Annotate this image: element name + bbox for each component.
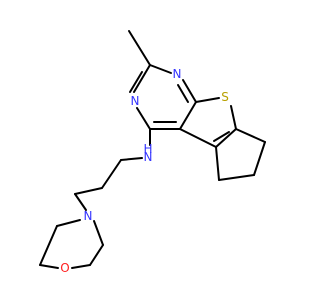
morpholine-nitrogen-label: N	[84, 209, 93, 223]
bond-ch2-ch2	[253, 141, 266, 176]
bond-c2-n1-double	[129, 71, 143, 93]
bond-c2-n3	[149, 64, 172, 74]
bond-c8a-s	[195, 97, 220, 103]
bond-c4-n1	[136, 107, 151, 130]
bond-propyl-2	[74, 187, 103, 195]
bond-ch2-c3	[215, 146, 220, 181]
bond-ch2-ch2-left	[39, 225, 58, 266]
amine-nh-label: H N	[143, 142, 152, 164]
bond-propyl-1	[101, 159, 122, 189]
bond-ethyl-ch2	[133, 64, 151, 93]
bond-layer	[39, 30, 266, 269]
bond-ch2-ch2-b	[218, 174, 255, 181]
sulfur-atom-label: S	[221, 90, 229, 104]
bond-s-c7a	[230, 105, 237, 130]
bond-c7a-c3-inner	[213, 131, 230, 142]
bond-ethyl-ch3	[128, 30, 151, 66]
morpholine-oxygen-label: O	[60, 261, 69, 275]
bond-n3-c8a-inner	[177, 84, 189, 103]
bond-n3-c8a	[182, 79, 197, 103]
atom-layer: S N N H N N O	[60, 67, 229, 275]
bond-c8a-c4a	[179, 101, 197, 130]
bond-nh-ch2	[120, 157, 143, 161]
molecule-structure-diagram: S N N H N N O	[39, 30, 266, 275]
amine-hydrogen-label: H	[143, 142, 152, 156]
bond-o-ch2-left	[39, 264, 59, 269]
amine-nitrogen-label: N	[144, 150, 153, 164]
nitrogen-atom-label-ring-left: N	[131, 94, 140, 108]
bond-c7a-ch2	[235, 128, 266, 143]
nitrogen-atom-label-ring-right: N	[173, 67, 182, 81]
bond-ch2-o-right	[71, 264, 91, 269]
bond-ch2-ch2-right	[89, 244, 104, 266]
bond-nm-ch2-right	[93, 220, 104, 246]
bond-c7a-c3	[215, 128, 237, 148]
bond-ch2-nm-left	[56, 219, 81, 227]
bond-c3-c4a	[179, 128, 217, 148]
bond-propyl-3	[74, 193, 87, 211]
